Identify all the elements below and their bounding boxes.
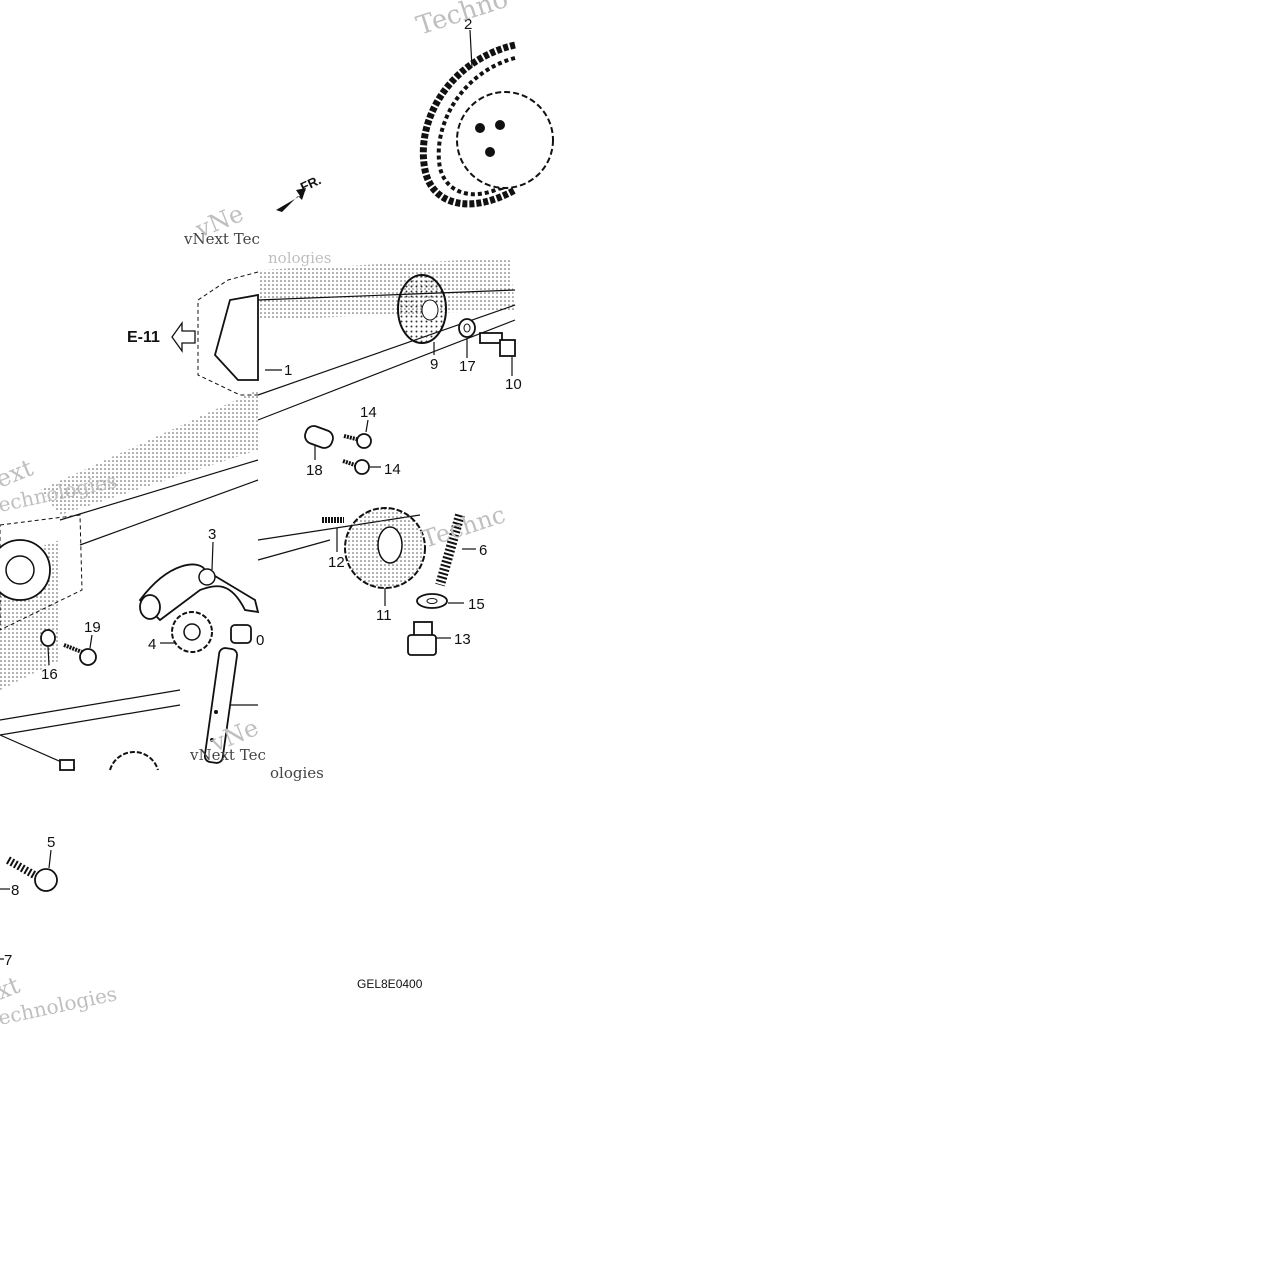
plug-bolt	[407, 621, 437, 656]
callout-13: 13	[454, 631, 471, 648]
callout-16: 16	[41, 666, 58, 683]
swingarm-lines	[0, 184, 516, 769]
callout-7: 7	[4, 952, 12, 969]
cap	[230, 624, 252, 644]
callout-8: 8	[11, 882, 19, 899]
adjuster-rod	[203, 647, 238, 764]
bracket-bolt	[63, 643, 97, 666]
roller-bolt	[479, 332, 516, 357]
watermark-1: Techno	[413, 0, 512, 42]
callout-18: 18	[306, 462, 323, 479]
callout-3: 3	[208, 526, 216, 543]
callout-14-upper: 14	[360, 404, 377, 421]
callout-1: 1	[284, 362, 292, 379]
front-direction-arrow: FR.	[276, 172, 323, 212]
drive-chain	[419, 41, 517, 208]
watermark-11: Technc	[418, 500, 509, 553]
dashed-bracket-outline	[0, 271, 259, 631]
callout-12: 12	[328, 554, 345, 571]
callout-15: 15	[468, 596, 485, 613]
callout-4: 4	[148, 636, 156, 653]
callout-10: 10	[505, 376, 522, 393]
pivot-bolt	[6, 856, 58, 892]
watermark-2: vNext Tec	[183, 230, 260, 248]
callout-11: 11	[376, 607, 392, 624]
callout-6: 6	[479, 542, 487, 559]
reference-label: E-11	[127, 329, 160, 346]
rear-sprocket	[456, 91, 554, 189]
roller-washer	[458, 318, 476, 338]
callout-5: 5	[47, 834, 55, 851]
callout-14-lower: 14	[384, 461, 401, 478]
callout-9: 9	[430, 356, 438, 373]
watermark-3: nologies	[268, 249, 332, 267]
lower-sprocket	[59, 751, 159, 771]
tensioner-arm	[138, 563, 260, 622]
spring-washer	[416, 593, 448, 609]
spring	[435, 513, 465, 587]
callout-17: 17	[459, 358, 476, 375]
tensioner-sprocket	[171, 611, 213, 653]
drawing-code: GEL8E0400	[357, 977, 423, 991]
chain-roller	[397, 274, 447, 344]
callout-2: 2	[464, 16, 472, 33]
watermark-7: vNext Tec	[189, 746, 266, 764]
watermark-8: ologies	[270, 764, 324, 782]
tensioner-sprocket-large	[344, 507, 426, 589]
collar	[304, 425, 334, 449]
callout-19: 19	[84, 619, 101, 636]
bolt-lower	[342, 459, 370, 475]
reference-arrow: E-11	[127, 320, 196, 354]
bolt-upper	[343, 433, 372, 449]
front-label: FR.	[298, 172, 323, 194]
callout-0: 0	[256, 632, 264, 649]
leader-lines	[0, 29, 513, 890]
bracket-washer	[40, 629, 56, 647]
callouts: 2 1 9 17 10 14 14 18 3 4 0 19 16 12 11 6…	[0, 16, 522, 969]
